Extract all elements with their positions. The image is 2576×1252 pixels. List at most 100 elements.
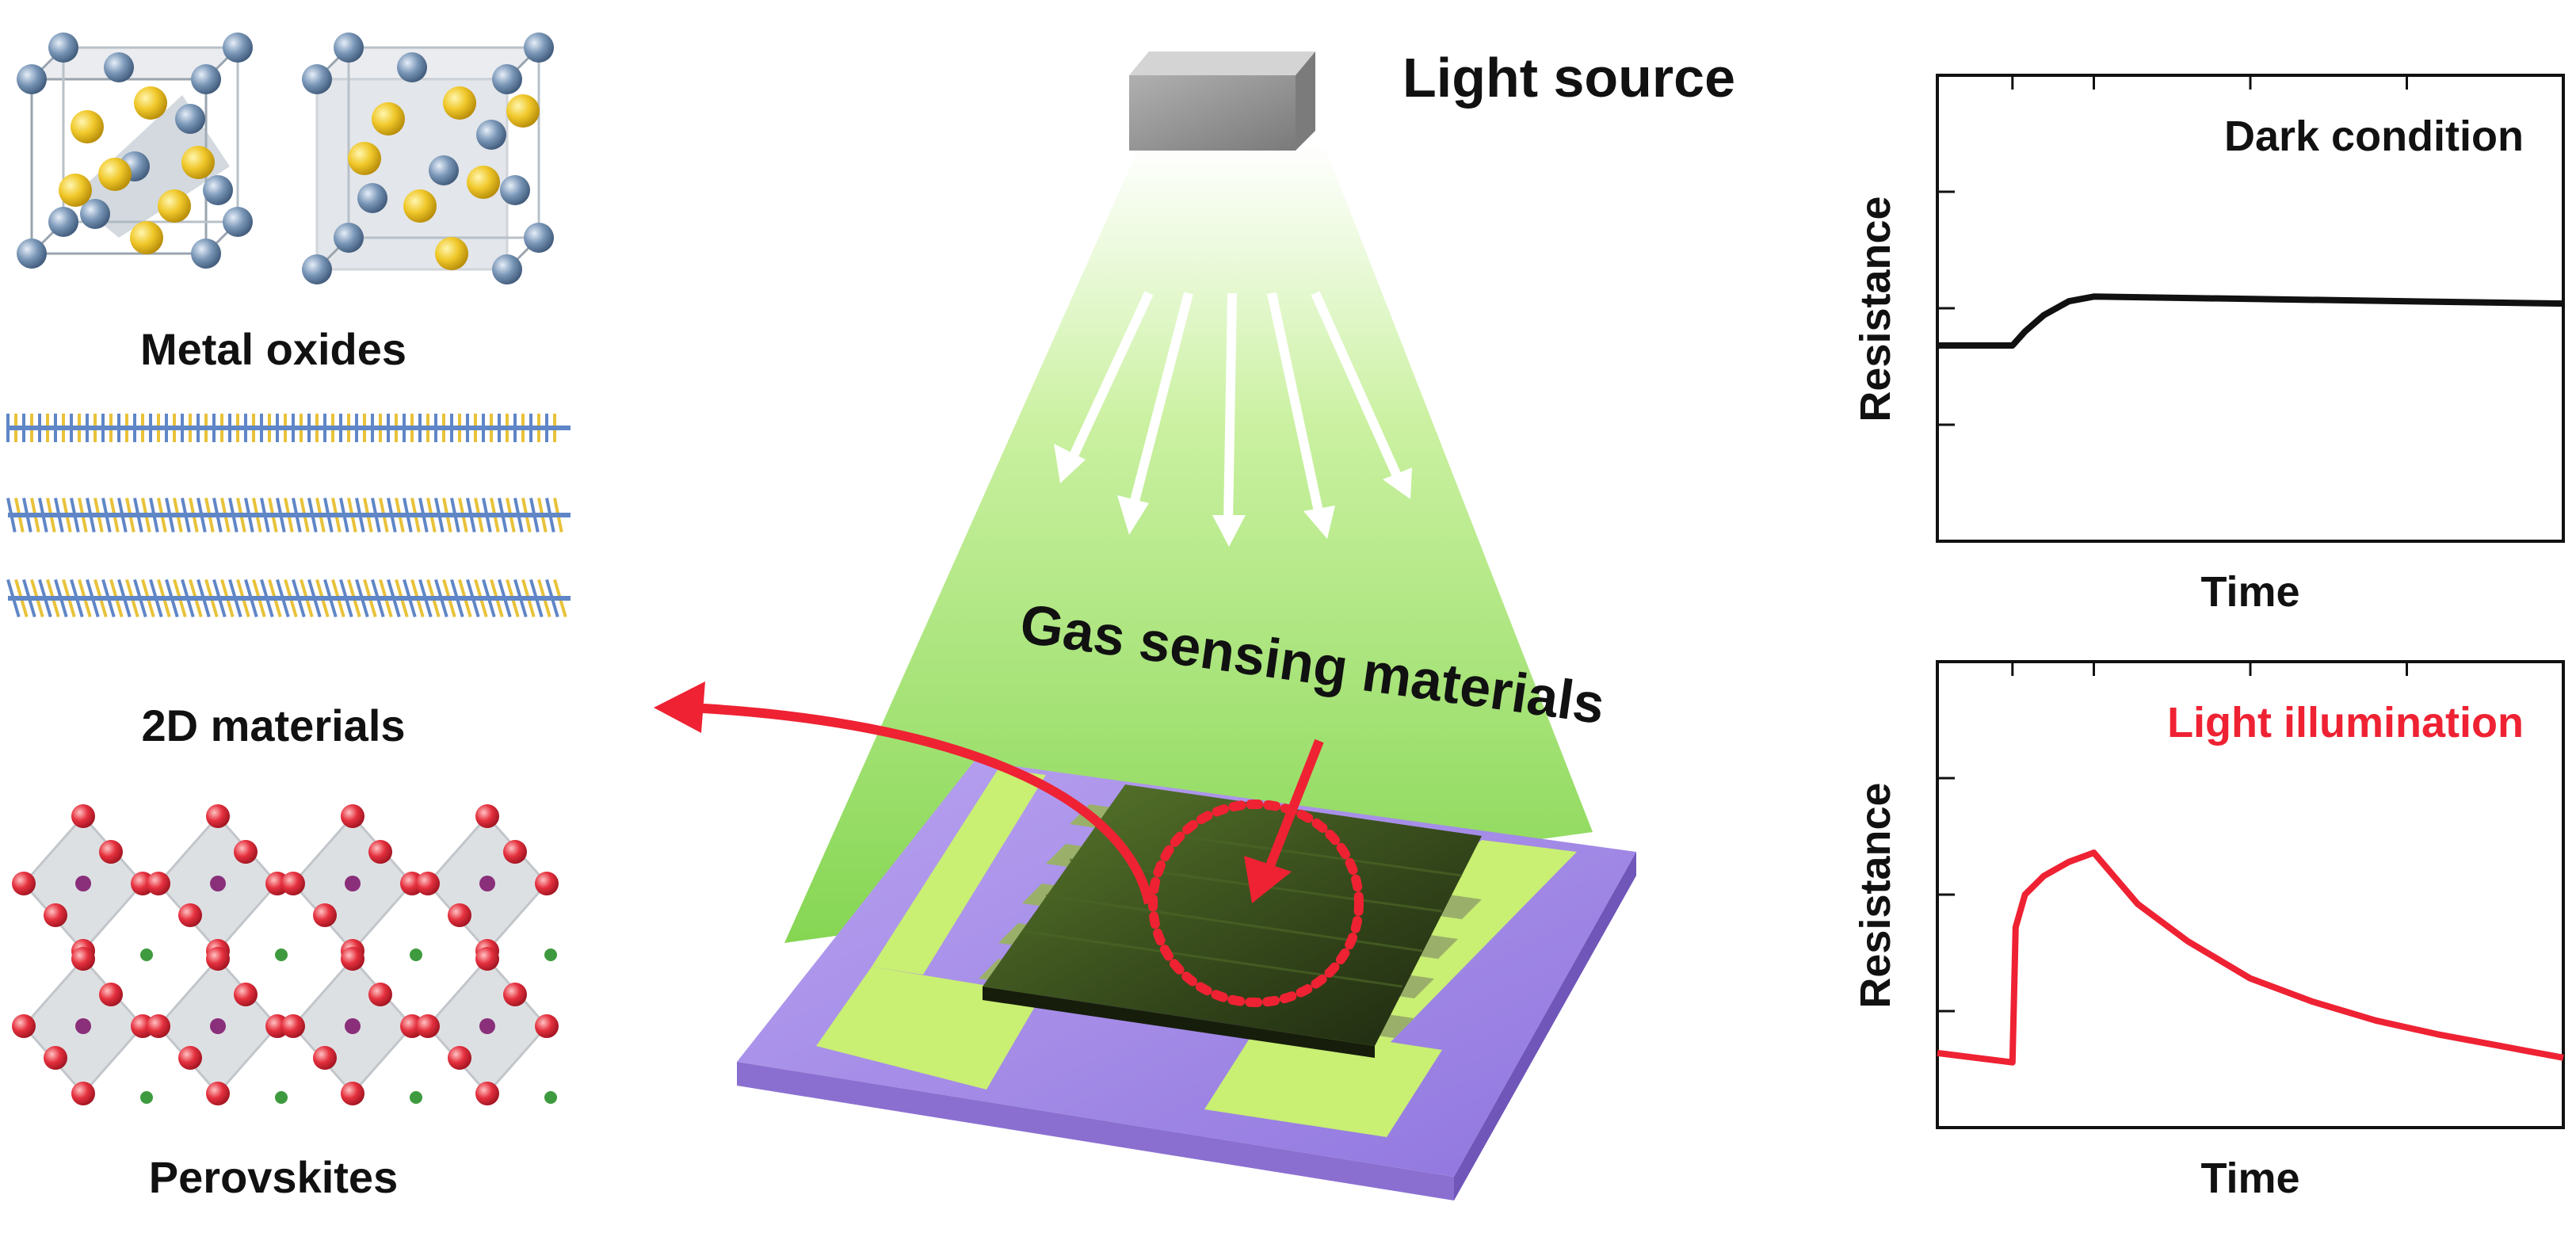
oxygen-atom [71, 110, 104, 143]
sensor-device [737, 761, 1636, 1200]
chart-frame [1936, 74, 2565, 543]
anion-atom [281, 872, 305, 895]
metal-atom [492, 254, 522, 284]
perovskites-label: Perovskites [149, 1152, 398, 1202]
b-site-cation [345, 1018, 361, 1034]
oxygen-atom [158, 189, 191, 223]
anion-atom [206, 804, 230, 828]
metal-atom [357, 183, 387, 213]
dark-x-axis-label: Time [2200, 568, 2299, 616]
a-site-cation [410, 949, 422, 961]
zoom-arrow [654, 681, 1154, 905]
oxygen-atom [443, 86, 476, 120]
anion-atom [341, 1082, 364, 1105]
oxygen-atom [130, 221, 163, 254]
oxygen-atom [435, 237, 468, 270]
anion-atom [178, 1046, 202, 1070]
dark-resistance-series [1937, 293, 2564, 349]
b-site-cation [210, 1018, 226, 1034]
anion-atom [71, 804, 95, 828]
anion-atom [475, 947, 499, 971]
metal-atom [500, 175, 530, 205]
dark-condition-chart: Dark condition Time Resistance [1852, 74, 2565, 616]
anion-atom [368, 983, 392, 1006]
a-site-cation [410, 1091, 422, 1104]
metal-atom [17, 64, 47, 94]
anion-atom [503, 983, 527, 1006]
anion-atom [147, 872, 170, 895]
light-source-label: Light source [1402, 47, 1735, 109]
anion-atom [71, 947, 95, 971]
b-site-cation [210, 876, 226, 891]
b-site-cation [75, 876, 91, 891]
anion-atom [416, 1014, 440, 1038]
layered-2d-structure [6, 414, 571, 618]
oxygen-atom [467, 166, 500, 199]
highlight-circle [1148, 800, 1364, 1007]
metal-oxides-label: Metal oxides [140, 324, 406, 374]
anion-atom [147, 1014, 170, 1038]
dark-chart-title: Dark condition [2224, 113, 2524, 160]
light-ray-arrow [1069, 291, 1154, 458]
metal-atom [175, 104, 205, 134]
metal-atom [397, 52, 427, 82]
light-x-axis-label: Time [2200, 1155, 2299, 1202]
b-site-cation [479, 1018, 495, 1034]
anion-atom [99, 983, 123, 1006]
anion-atom [475, 804, 499, 828]
anion-atom [475, 1082, 499, 1105]
anion-atom [341, 947, 364, 971]
metal-oxides-panel: Metal oxides [17, 32, 554, 374]
electrode-pad [1204, 1022, 1442, 1137]
dark-axis-ticks [1937, 75, 2408, 426]
light-illumination-chart: Light illumination Time Resistance [1852, 660, 2565, 1202]
metal-atom [429, 155, 459, 185]
a-site-cation [140, 1091, 153, 1104]
anion-atom [234, 840, 258, 864]
light-beam [784, 143, 1593, 943]
perovskites-panel: Perovskites [12, 804, 559, 1202]
light-ray-arrow [1223, 292, 1237, 524]
anion-atom [12, 872, 36, 895]
metal-atom [104, 52, 134, 82]
anion-atom [448, 1046, 471, 1070]
anion-atom [206, 947, 230, 971]
oxygen-atom [403, 189, 437, 223]
a-site-cation [275, 1091, 288, 1104]
light-ray-arrow [1128, 292, 1193, 509]
metal-atom [492, 64, 522, 94]
anion-atom [44, 1046, 67, 1070]
light-source-box [1129, 52, 1315, 151]
two-d-materials-panel: 2D materials [6, 414, 571, 750]
metal-atom [302, 254, 332, 284]
metal-atom [191, 239, 221, 269]
anion-atom [206, 1082, 230, 1105]
a-site-cation [275, 949, 288, 961]
anion-atom [368, 840, 392, 864]
metal-atom [524, 32, 554, 63]
metal-atom [203, 175, 233, 205]
perovskite-octahedra [12, 804, 559, 1105]
anion-atom [281, 1014, 305, 1038]
metal-atom [223, 32, 253, 63]
anion-atom [313, 1046, 337, 1070]
two-d-materials-label: 2D materials [141, 700, 405, 750]
anion-atom [234, 983, 258, 1006]
light-ray-arrow [1267, 292, 1324, 517]
metal-atom [48, 207, 78, 237]
metal-atom [334, 32, 364, 63]
substrate-edge [737, 1062, 1454, 1200]
light-y-axis-label: Resistance [1852, 782, 1899, 1008]
light-rays [1054, 291, 1412, 547]
metal-atom [334, 223, 364, 253]
oxide-atoms [17, 32, 554, 284]
anion-atom [535, 1014, 559, 1038]
anion-atom [535, 872, 559, 895]
material-pointer-arrow [1244, 739, 1324, 903]
b-site-cation [479, 876, 495, 891]
oxygen-atom [181, 146, 215, 179]
b-site-cation [345, 876, 361, 891]
anion-atom [341, 804, 364, 828]
a-site-cation [544, 1091, 557, 1104]
anion-atom [416, 872, 440, 895]
